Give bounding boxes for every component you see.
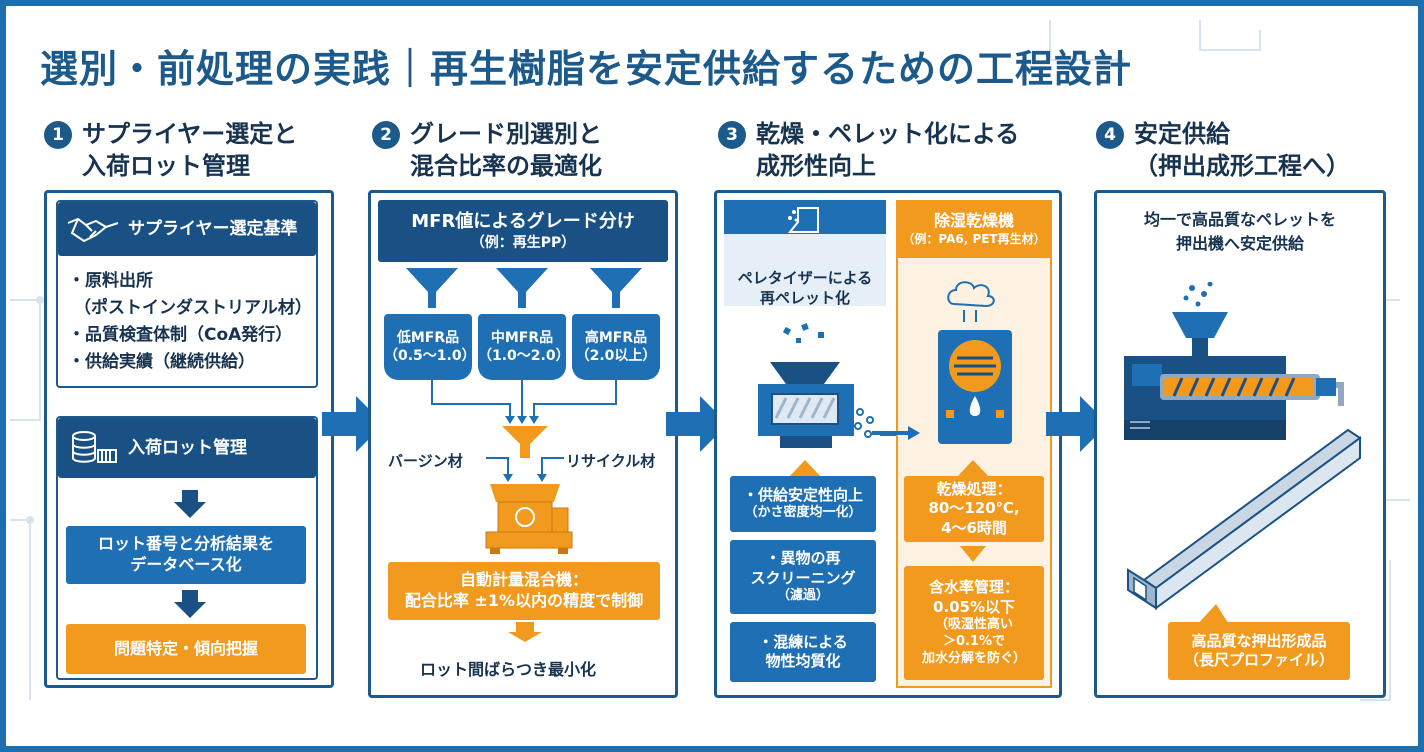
down-arrow-icon (174, 590, 206, 618)
step-2-line1: グレード別選別と (410, 120, 602, 148)
criteria-item: （ポストインダストリアル材） (74, 298, 312, 318)
moisture-line: 0.05%以下 (932, 597, 1016, 616)
lot-database-line2: データベース化 (130, 555, 242, 574)
moisture-control-box: 含水率管理： 0.05%以下 （吸湿性高い ＞0.1%で 加水分解を防ぐ） (904, 566, 1044, 680)
bin-range: （0.5～1.0） (384, 348, 476, 364)
lot-database-box: ロット番号と分析結果を データベース化 (66, 526, 306, 584)
bin-mid-mfr: 中MFR品 （1.0～2.0） (478, 314, 570, 380)
supply-description: 均一で高品質なペレットを 押出機へ安定供給 (1094, 208, 1386, 256)
dry-process-line: 4～6時間 (941, 518, 1007, 537)
criteria-item: ・品質検査体制（CoA発行） (68, 325, 293, 345)
step-2-line2: 混合比率の最適化 (410, 152, 602, 180)
dryer-title: 除湿乾燥機 (933, 210, 1014, 230)
supplier-criteria-title: サプライヤー選定基準 (128, 218, 298, 239)
criteria-item: ・供給実績（継続供給） (68, 352, 255, 372)
benefit-line: ・異物の再 (765, 549, 841, 568)
moisture-line: 含水率管理： (928, 578, 1019, 597)
benefit-homogenization: ・混練による物性均質化 (730, 622, 876, 682)
product-line1: 高品質な押出形成品 (1191, 631, 1327, 650)
step-1-line1: サプライヤー選定と (82, 120, 298, 148)
virgin-material-label: バージン材 (388, 452, 463, 470)
step-4-line2: （押出成形工程へ） (1134, 152, 1350, 180)
dry-process-line: 乾燥処理： (936, 479, 1012, 498)
bin-range: （2.0以上） (575, 348, 657, 364)
pelletizer-label: ペレタイザーによる 再ペレット化 (724, 268, 886, 308)
product-line2: （長尺プロファイル） (1183, 651, 1334, 669)
dry-process-box: 乾燥処理：80～120℃,4～6時間 (904, 476, 1044, 542)
transfer-arrow-icon (872, 426, 920, 440)
auto-mixer-desc: 配合比率 ±1%以内の精度で制御 (404, 591, 644, 610)
supplier-criteria-header: サプライヤー選定基準 (58, 202, 316, 256)
page-title: 選別・前処理の実践｜再生樹脂を安定供給するための工程設計 (40, 47, 1133, 91)
handshake-icon (67, 217, 119, 243)
benefit-line: ・混練による (758, 632, 848, 651)
benefit-rescreening: ・異物の再スクリーニング（濾過） (730, 540, 876, 614)
dryer-header: 除湿乾燥機 （例：PA6, PET再生材） (896, 200, 1052, 258)
extruded-product-box: 高品質な押出形成品 （長尺プロファイル） (1168, 622, 1350, 680)
step-4-heading: 4 安定供給 （押出成形工程へ） (1096, 118, 1350, 182)
down-pointer-icon (960, 546, 986, 562)
issue-tracking-box: 問題特定・傾向把握 (66, 624, 306, 674)
pelletizer-line1: ペレタイザーによる (737, 269, 873, 287)
flow-arrow-icon (666, 396, 728, 452)
bin-name: 高MFR品 (584, 329, 648, 346)
grade-title: MFR値によるグレード分け (411, 211, 635, 233)
lot-variation-result: ロット間ばらつき最小化 (420, 660, 597, 679)
step-1-number: 1 (44, 121, 72, 149)
grade-subtitle: （例：再生PP） (470, 234, 576, 251)
supplier-criteria-list: ・原料出所 （ポストインダストリアル材） ・品質検査体制（CoA発行） ・供給実… (68, 268, 312, 376)
flow-arrow-icon (1046, 396, 1108, 452)
step-4-line1: 安定供給 (1134, 120, 1230, 148)
benefit-line: 物性均質化 (765, 652, 841, 670)
down-arrow-icon (174, 490, 206, 518)
step-2-heading: 2 グレード別選別と 混合比率の最適化 (372, 118, 602, 182)
lot-management-header: 入荷ロット管理 (58, 418, 316, 478)
dryer-machine (938, 281, 1012, 444)
benefit-line: （濾過） (776, 588, 829, 604)
grade-header: MFR値によるグレード分け （例：再生PP） (378, 200, 668, 262)
sorting-flow-diagram (406, 268, 642, 642)
step-1-heading: 1 サプライヤー選定と 入荷ロット管理 (44, 118, 297, 182)
step-3-line2: 成形性向上 (756, 152, 876, 180)
pelletizer-header (724, 200, 886, 306)
up-pointer-icon (788, 460, 822, 478)
dryer-subtitle: （例：PA6, PET再生材） (902, 231, 1046, 246)
bin-low-mfr: 低MFR品 （0.5～1.0） (384, 314, 476, 380)
step-3-heading: 3 乾燥・ペレット化による 成形性向上 (718, 118, 1019, 182)
benefit-supply-stability: ・供給安定性向上（かさ密度均一化） (730, 476, 876, 532)
step-1-line2: 入荷ロット管理 (82, 152, 250, 180)
lot-database-line1: ロット番号と分析結果を (97, 534, 274, 554)
bin-high-mfr: 高MFR品 （2.0以上） (572, 314, 660, 380)
auto-mixer-title: 自動計量混合機： (459, 570, 588, 590)
step-3-line1: 乾燥・ペレット化による (756, 120, 1020, 148)
benefit-line: （かさ密度均一化） (744, 505, 862, 521)
benefit-line: ・供給安定性向上 (742, 485, 863, 504)
step-2-number: 2 (372, 121, 400, 149)
step-4-number: 4 (1096, 121, 1124, 149)
bin-range: （1.0～2.0） (478, 348, 570, 364)
pellet-hopper-icon (787, 207, 819, 233)
benefit-line: スクリーニング (750, 568, 856, 587)
up-pointer-icon (956, 460, 990, 478)
up-pointer-icon (1196, 604, 1230, 626)
criteria-item: ・原料出所 (68, 271, 153, 291)
supply-desc-line2: 押出機へ安定供給 (1175, 234, 1304, 253)
bin-name: 中MFR品 (490, 329, 554, 346)
moisture-line: （吸湿性高い (934, 617, 1013, 633)
moisture-line: 加水分解を防ぐ） (921, 650, 1026, 666)
extruder-machine (1124, 282, 1362, 610)
recycled-material-label: リサイクル材 (566, 452, 656, 470)
moisture-line: ＞0.1%で (942, 634, 1006, 650)
supply-desc-line1: 均一で高品質なペレットを (1143, 210, 1336, 229)
lot-management-title: 入荷ロット管理 (128, 437, 247, 458)
pelletizer-line2: 再ペレット化 (759, 289, 850, 307)
auto-mixer-box: 自動計量混合機： 配合比率 ±1%以内の精度で制御 (388, 562, 660, 620)
bin-name: 低MFR品 (396, 329, 460, 346)
database-icon (72, 431, 117, 463)
dry-process-line: 80～120℃, (928, 499, 1020, 518)
pelletizer-machine (758, 323, 910, 448)
step-3-number: 3 (718, 121, 746, 149)
